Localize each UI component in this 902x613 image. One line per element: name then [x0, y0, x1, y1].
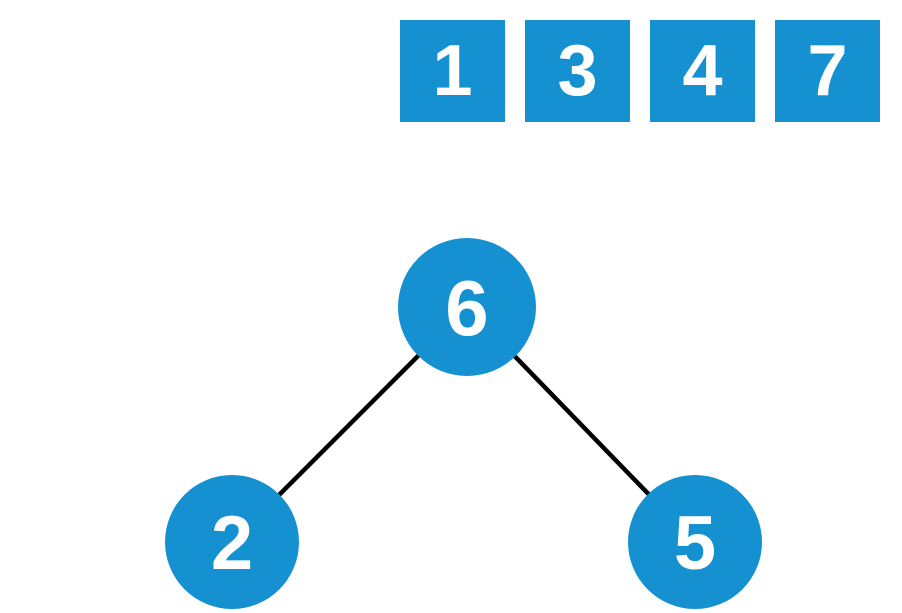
tree-node-left-circle: [165, 475, 299, 609]
value-tile-1[interactable]: 1: [400, 20, 505, 122]
value-tile-3[interactable]: 3: [525, 20, 630, 122]
tree-node-left-child[interactable]: 2: [165, 475, 299, 609]
tile-value: 7: [807, 31, 848, 111]
tree-node-right-value: 5: [674, 501, 716, 586]
tile-value: 1: [432, 31, 473, 111]
value-tile-row: 1 3 4 7: [400, 20, 880, 122]
tree-node-right-circle: [628, 475, 762, 609]
tree-node-root-value: 6: [445, 264, 488, 352]
value-tile-4[interactable]: 4: [650, 20, 755, 122]
tree-node-left-value: 2: [211, 501, 253, 586]
tree-node-right-child[interactable]: 5: [628, 475, 762, 609]
value-tile-7[interactable]: 7: [775, 20, 880, 122]
tile-value: 4: [682, 31, 723, 111]
tree-node-root-circle: [398, 238, 536, 376]
tile-value: 3: [557, 31, 598, 111]
tree-node-root[interactable]: 6: [398, 238, 536, 376]
